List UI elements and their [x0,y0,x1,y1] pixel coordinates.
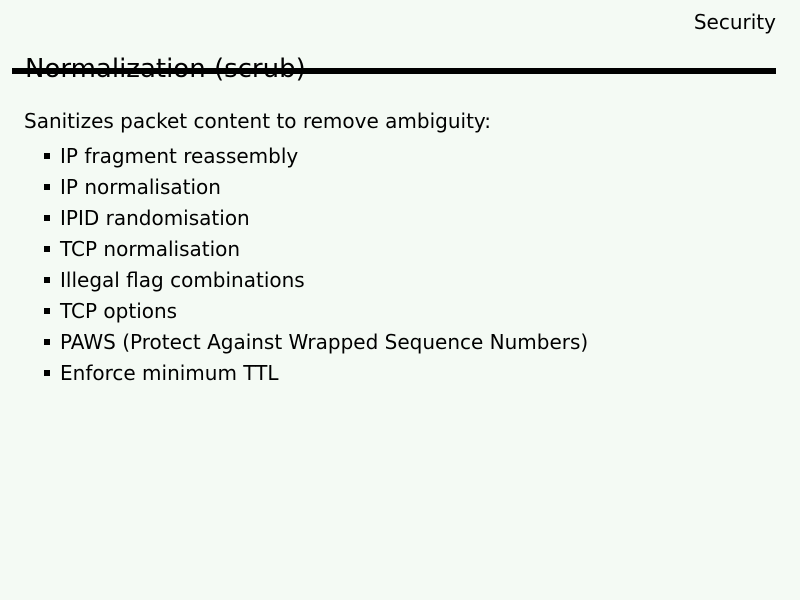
list-item: TCP options [44,295,588,326]
bullet-square-icon [44,183,50,190]
bullet-square-icon [44,307,50,314]
bullet-text: IP fragment reassembly [60,143,299,168]
list-item: IPID randomisation [44,202,588,233]
bullet-text: IP normalisation [60,174,221,199]
bullet-text: TCP options [60,298,178,323]
bullet-text: TCP normalisation [60,236,241,261]
list-item: IP normalisation [44,171,588,202]
bullet-text: PAWS (Protect Against Wrapped Sequence N… [60,329,589,354]
bullet-text: Illegal flag combinations [60,267,305,292]
bullet-square-icon [44,214,50,221]
list-item: Enforce minimum TTL [44,357,588,388]
bullet-text: Enforce minimum TTL [60,360,279,385]
list-item: Illegal flag combinations [44,264,588,295]
bullet-square-icon [44,245,50,252]
bullet-square-icon [44,276,50,283]
bullet-square-icon [44,369,50,376]
list-item: IP fragment reassembly [44,140,588,171]
corner-label: Security [693,10,776,34]
bullet-square-icon [44,152,50,159]
title-underline-rule [12,68,776,74]
bullet-square-icon [44,338,50,345]
intro-text: Sanitizes packet content to remove ambig… [24,109,492,133]
bullet-list: IP fragment reassembly IP normalisation … [44,140,588,388]
list-item: PAWS (Protect Against Wrapped Sequence N… [44,326,588,357]
list-item: TCP normalisation [44,233,588,264]
bullet-text: IPID randomisation [60,205,250,230]
